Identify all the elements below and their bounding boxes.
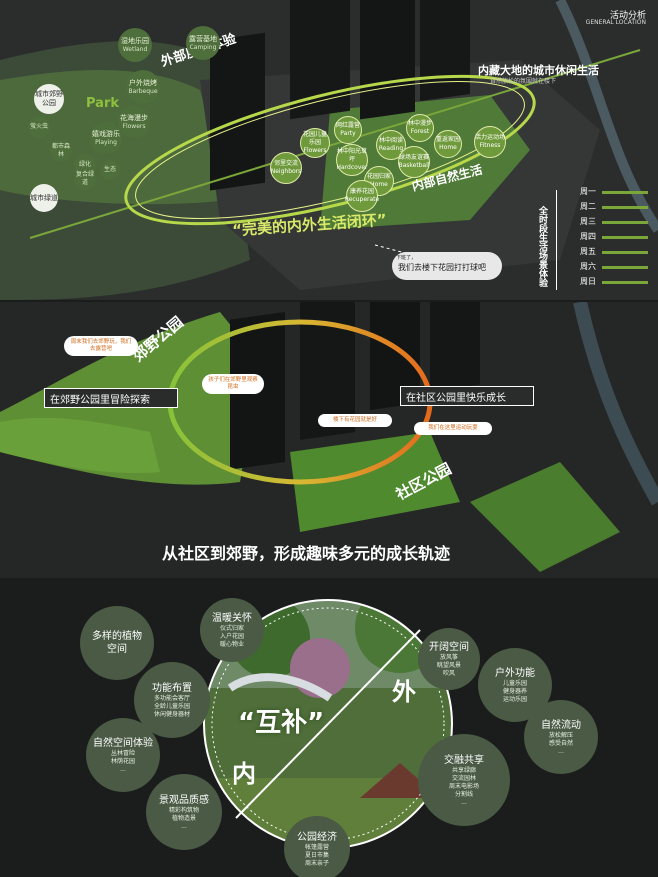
complement-inner-label: 内 (232, 754, 256, 789)
park-bubble-firefly: 萤火虫 (28, 116, 50, 138)
inner-life-subtitle: 自然放松的氛围就在楼下 (490, 76, 556, 85)
park-label: Park (86, 96, 119, 111)
bubble-park-economy: 公园经济帐篷露营 夏日市集 周末亲子 (284, 816, 350, 877)
panel-activity-analysis: 活动分析 GENERAL LOCATION 外部度假体验 内藏大地的城市休闲生活… (0, 0, 658, 300)
speech-bubble-1: 周末我们去郊野玩，我们去露营吧 (64, 336, 138, 356)
speech-bubble-4: 我们在这里运动玩耍 (414, 422, 492, 435)
week-sun: 周日 (580, 276, 596, 287)
panel-growth-track: 郊野公园 社区公园 在郊野公园里冒险探索 在社区公园里快乐成长 周末我们去郊野玩… (0, 302, 658, 578)
bubble-diverse-plants: 多样的植物 空间 (80, 606, 154, 680)
community-growth-label: 在社区公园里快乐成长 (406, 389, 506, 404)
park-bubble-ecology: 生态 (100, 160, 120, 180)
speech-bubble-2: 孩子们在郊野里观察昆虫 (202, 374, 264, 394)
bubble-open-space: 开阔空间放风筝 眺望风景 吹风 (418, 628, 480, 690)
park-bubble-suburban: 城市郊野公园 (34, 84, 64, 114)
week-bar-3 (602, 221, 648, 224)
bubble-nature-experience: 自然空间体验丛林冒险 林荫花园 ... (86, 718, 160, 792)
bubble-shared-space: 交融共享共享绿廊 交流园林 周末电影场 分割线 ... (418, 734, 510, 826)
header-subtitle: GENERAL LOCATION (586, 19, 646, 26)
complement-outer-label: 外 (392, 672, 416, 707)
bubble-nature-flow: 自然流动放松解压 感受自然 ... (524, 700, 598, 774)
park-bubble-city-greenway: 城市绿道 (30, 184, 58, 212)
week-bar-4 (602, 236, 648, 239)
growth-track-title: 从社区到郊野，形成趣味多元的成长轨迹 (162, 540, 450, 564)
bubble-warm-care: 温暖关怀仪式归家 入户花园 暖心物业 (200, 598, 264, 662)
week-bar-7 (602, 281, 648, 284)
park-bubble-greenway: 复合绿道 (74, 168, 96, 190)
speech-bubble-3: 楼下有花园就是好 (318, 414, 392, 427)
week-timeline: 全时段生活场景体验 周一 周二 周三 周四 周五 周六 周日 (536, 186, 648, 294)
week-fri: 周五 (580, 246, 596, 257)
week-thu: 周四 (580, 231, 596, 242)
week-mon: 周一 (580, 186, 596, 197)
week-sat: 周六 (580, 261, 596, 272)
week-timeline-line (556, 190, 557, 290)
week-bar-6 (602, 266, 648, 269)
park-bubble-forest: 都市森林 (50, 140, 72, 162)
callout-line2: 我们去楼下花园打打球吧 (398, 262, 486, 273)
panel-complement: “互补” 内 外 温暖关怀仪式归家 入户花园 暖心物业 多样的植物 空间 功能布… (0, 578, 658, 877)
callout-line1: 下班了， (396, 254, 416, 261)
week-bar-5 (602, 251, 648, 254)
week-tue: 周二 (580, 201, 596, 212)
complement-title: “互补” (238, 702, 324, 739)
wild-adventure-label: 在郊野公园里冒险探索 (50, 391, 150, 406)
week-bar-2 (602, 206, 648, 209)
week-timeline-title: 全时段生活场景体验 (536, 206, 549, 287)
bubble-landscape-quality: 景观品质感精彩构筑物 植物造景 ... (146, 774, 222, 850)
week-bar-1 (602, 191, 648, 194)
week-wed: 周三 (580, 216, 596, 227)
